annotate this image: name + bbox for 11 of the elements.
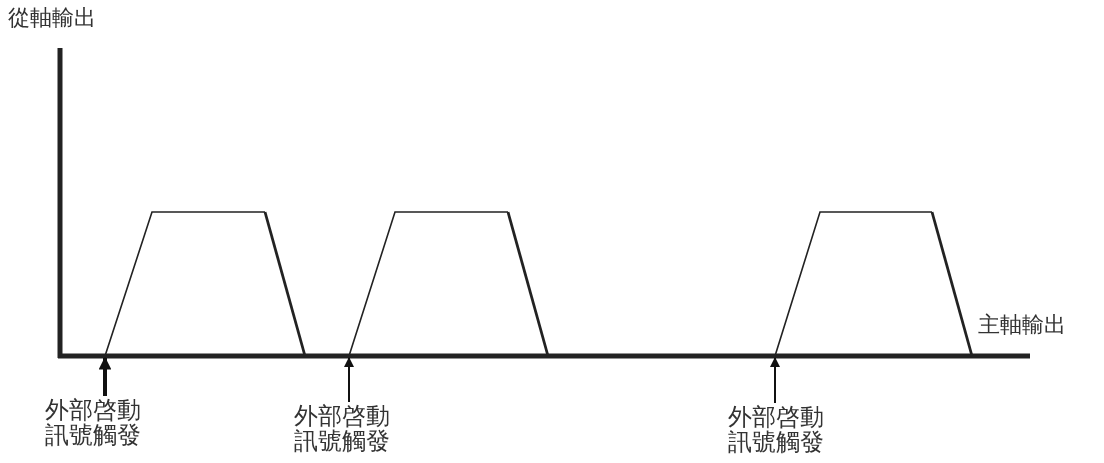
trigger-label: 外部啓動訊號觸發: [294, 404, 394, 455]
axis-label: 從軸輸出: [8, 6, 96, 31]
trigger-label: 外部啓動訊號觸發: [728, 405, 828, 456]
axis-label: 主軸輸出: [978, 313, 1066, 338]
arrow: [770, 357, 780, 404]
trapezoid-pulse: [104, 211, 307, 357]
trigger-label: 外部啓動訊號觸發: [45, 398, 145, 449]
arrow: [98, 356, 112, 396]
trapezoid-pulse: [348, 211, 550, 357]
arrow: [344, 357, 354, 403]
trapezoid-pulse: [774, 211, 974, 357]
